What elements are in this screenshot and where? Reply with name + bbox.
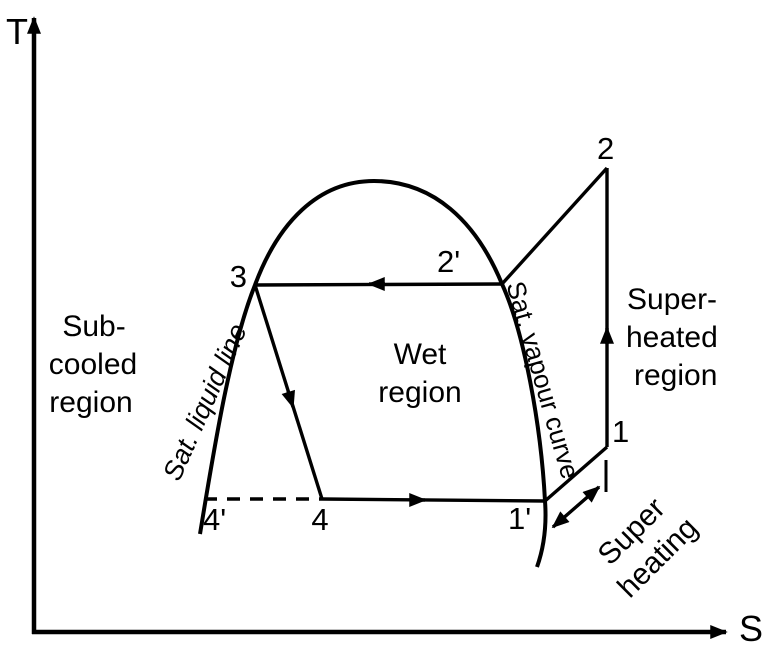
region-label-subcooled-line3: region [49, 386, 132, 419]
region-label-subcooled-line1: Sub- [62, 310, 125, 343]
point-label-2-prime: 2' [437, 244, 460, 279]
region-label-wet-line1: Wet [394, 338, 447, 371]
point-label-1: 1 [612, 414, 629, 449]
region-label-superheated-line3: region [634, 359, 717, 392]
point-label-4: 4 [311, 502, 328, 537]
point-label-1-prime: 1' [508, 501, 531, 536]
annotation-superheating: Super heating [592, 492, 705, 605]
saturation-dome-curve [198, 178, 548, 568]
region-label-superheated-line2: heated [626, 321, 718, 354]
curve-label-sat-vapour: Sat. vapour curve [500, 278, 585, 482]
point-label-2: 2 [597, 131, 614, 166]
process-line-4-1p [321, 497, 546, 503]
region-label-superheated-line1: Super- [627, 283, 717, 316]
curve-label-sat-liquid: Sat. liquid line [157, 319, 253, 485]
x-axis-label: S [739, 608, 763, 649]
y-axis-label: T [6, 11, 28, 52]
flow-arrow-3-4 [281, 389, 295, 409]
process-line-1p-1 [543, 445, 609, 503]
region-label-wet-line2: region [378, 376, 461, 409]
process-line-2-2p [500, 166, 609, 286]
point-label-4-prime: 4' [203, 502, 226, 537]
superheat-dimension-arrow-lower [551, 485, 601, 529]
point-label-3: 3 [230, 259, 247, 294]
region-label-subcooled-line2: cooled [49, 348, 137, 381]
